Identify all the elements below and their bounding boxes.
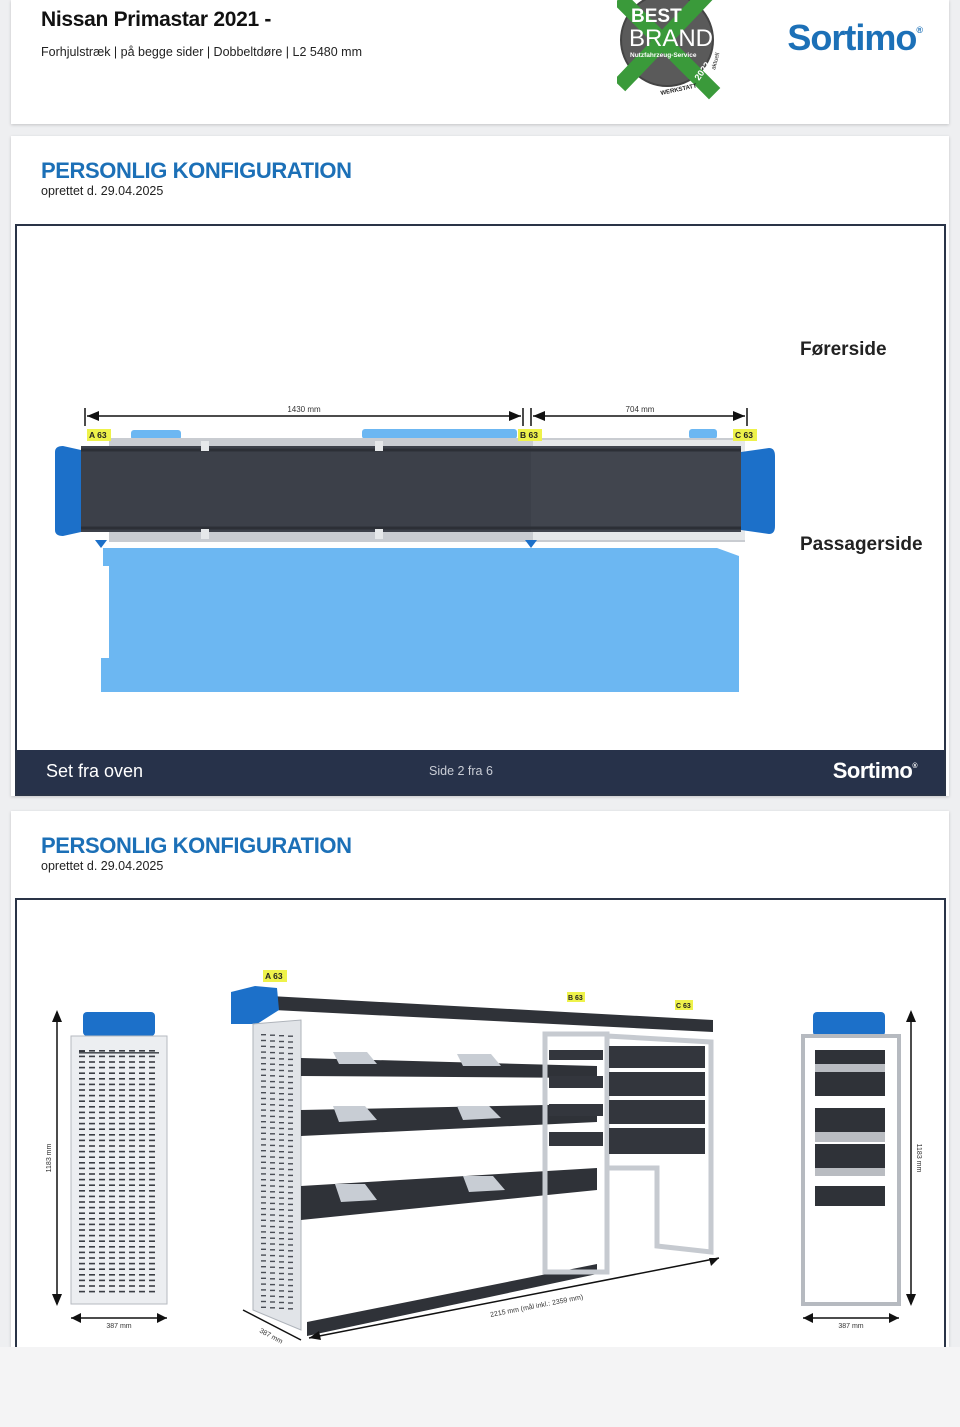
length-dim: 2215 mm (mål inkl.: 2359 mm)	[489, 1293, 583, 1319]
end-cap-right	[741, 448, 775, 534]
left-height-dim: 1183 mm	[46, 1144, 53, 1173]
view-label: Set fra oven	[46, 761, 144, 781]
right-side-view: 1183 mm 387 mm	[801, 1010, 922, 1330]
best-brand-badge: BEST BRAND Nutzfahrzeug-Service 2022 akt…	[617, 0, 721, 100]
left-width-dim: 387 mm	[106, 1323, 131, 1330]
marker-c-3d: C 63	[676, 1003, 691, 1010]
shelf-unit-b	[531, 446, 741, 532]
section-title: PERSONLIG KONFIGURATION	[41, 833, 352, 858]
end-cap-left	[55, 446, 81, 536]
header-card: Nissan Primastar 2021 - Forhjulstræk | p…	[11, 0, 949, 124]
marker-c: C 63	[735, 430, 753, 440]
footer-sortimo-logo: Sortimo®	[832, 758, 918, 783]
top-view-frame: 1430 mm 704 mm A 63 B 63 C 63 Førerside …	[15, 224, 946, 796]
marker-a-3d: A 63	[265, 971, 283, 981]
dimension-a-b: 1430 mm	[287, 405, 321, 414]
right-height-dim: 1183 mm	[915, 1144, 922, 1173]
config-section-3d-view: PERSONLIG KONFIGURATION oprettet d. 29.0…	[11, 811, 949, 1347]
marker-b: B 63	[520, 430, 538, 440]
page-indicator: Side 2 fra 6	[429, 764, 493, 778]
badge-aktuell: aktuell	[711, 52, 721, 70]
sortimo-logo: Sortimo®	[787, 17, 923, 58]
section-title: PERSONLIG KONFIGURATION	[41, 158, 352, 183]
top-view-drawing: 1430 mm 704 mm A 63 B 63 C 63	[55, 405, 775, 692]
config-section-top-view: PERSONLIG KONFIGURATION oprettet d. 29.0…	[11, 136, 949, 796]
shelf-unit-a	[81, 446, 531, 532]
badge-brand: BRAND	[629, 25, 713, 52]
van-floor	[101, 548, 739, 692]
section-footer: Set fra oven Side 2 fra 6 Sortimo®	[17, 750, 944, 794]
vehicle-title: Nissan Primastar 2021 -	[41, 8, 272, 31]
left-side-view: 1183 mm 387 mm	[46, 1010, 168, 1330]
passenger-side-label: Passagerside	[800, 534, 923, 555]
3d-view-frame: 1183 mm 387 mm	[15, 898, 946, 1347]
section-date: oprettet d. 29.04.2025	[41, 184, 164, 198]
dimension-b-c: 704 mm	[626, 405, 655, 414]
vehicle-subtitle: Forhjulstræk | på begge sider | Dobbeltd…	[41, 45, 363, 59]
main-3d-view: 2215 mm (mål inkl.: 2359 mm) 387 mm A 63…	[231, 970, 720, 1346]
marker-a: A 63	[89, 430, 107, 440]
marker-b-3d: B 63	[568, 995, 583, 1002]
driver-side-label: Førerside	[800, 339, 887, 360]
3d-view-drawing: 1183 mm 387 mm	[46, 970, 922, 1346]
right-width-dim: 387 mm	[838, 1323, 863, 1330]
badge-service: Nutzfahrzeug-Service	[630, 52, 697, 59]
depth-dim: 387 mm	[258, 1328, 284, 1346]
page-bottom-space	[0, 1347, 960, 1427]
section-date: oprettet d. 29.04.2025	[41, 859, 164, 873]
badge-best: BEST	[631, 6, 682, 27]
